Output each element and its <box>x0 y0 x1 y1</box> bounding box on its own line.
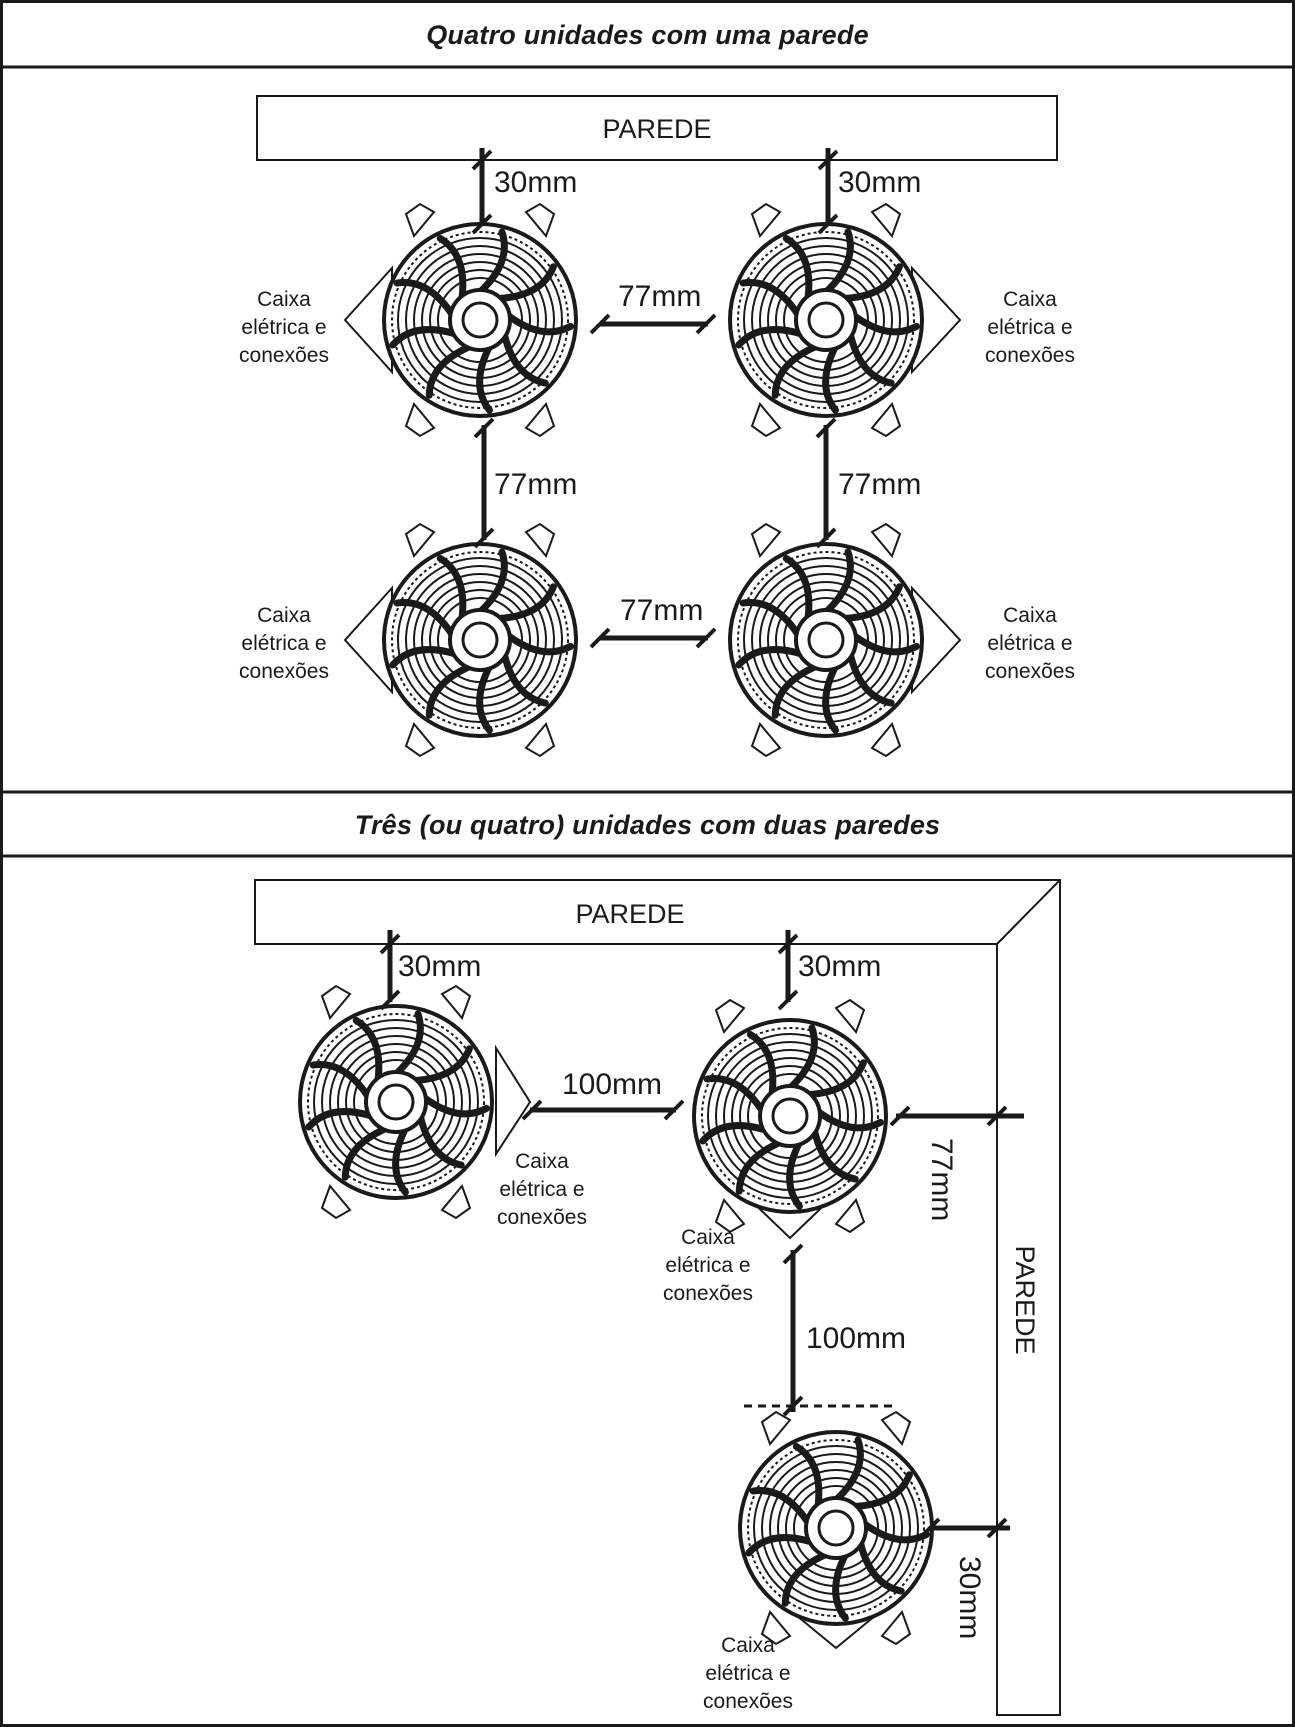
dim-vertical-left-s1: 77mm <box>494 468 577 501</box>
wall-corner-section2 <box>254 879 1061 1716</box>
box-label-top-left: Caixa elétrica e conexões <box>239 288 329 367</box>
unit-bottom-right <box>730 524 962 756</box>
svg-text:Caixa: Caixa <box>1003 288 1057 311</box>
section2-title: Três (ou quatro) unidades com duas pared… <box>354 810 941 840</box>
svg-text:conexões: conexões <box>703 1690 793 1713</box>
dim-bottom-side-wall-s2: 30mm <box>953 1556 986 1639</box>
wall-label-section1: PAREDE <box>602 114 711 144</box>
svg-text:Caixa: Caixa <box>515 1150 569 1173</box>
unit-middle-s2 <box>694 1000 886 1240</box>
wall-corner-diagonal <box>996 879 1061 945</box>
wall-label-side-s2: PAREDE <box>1010 1245 1040 1354</box>
svg-text:Caixa: Caixa <box>257 288 311 311</box>
box-label-bottom-right: Caixa elétrica e conexões <box>985 604 1075 683</box>
unit-left-s2 <box>300 986 532 1218</box>
dim-horizontal-bottom-s1: 77mm <box>620 594 703 627</box>
dim-wall-left-s2: 30mm <box>398 950 481 983</box>
svg-text:elétrica e: elétrica e <box>665 1254 750 1277</box>
dim-wall-right-s1: 30mm <box>838 166 921 199</box>
dim-wall-middle-s2: 30mm <box>798 950 881 983</box>
svg-text:conexões: conexões <box>985 660 1075 683</box>
unit-top-right <box>730 204 962 436</box>
svg-text:conexões: conexões <box>985 344 1075 367</box>
svg-text:elétrica e: elétrica e <box>499 1178 584 1201</box>
unit-bottom-left <box>343 524 576 756</box>
box-label-middle-s2: Caixa elétrica e conexões <box>663 1226 753 1305</box>
box-label-bottom-left: Caixa elétrica e conexões <box>239 604 329 683</box>
wall-top-section1 <box>256 95 1058 161</box>
unit-bottom-s2 <box>740 1412 932 1650</box>
svg-text:Caixa: Caixa <box>257 604 311 627</box>
svg-text:conexões: conexões <box>663 1282 753 1305</box>
svg-text:Caixa: Caixa <box>1003 604 1057 627</box>
svg-text:elétrica e: elétrica e <box>241 632 326 655</box>
svg-text:conexões: conexões <box>497 1206 587 1229</box>
svg-text:conexões: conexões <box>239 660 329 683</box>
svg-text:elétrica e: elétrica e <box>987 632 1072 655</box>
svg-text:Caixa: Caixa <box>681 1226 735 1249</box>
wall-label-top-s2: PAREDE <box>575 899 684 929</box>
dim-vertical-right-s1: 77mm <box>838 468 921 501</box>
unit-top-left <box>343 204 576 436</box>
section1-title: Quatro unidades com uma parede <box>426 20 869 50</box>
box-label-top-right: Caixa elétrica e conexões <box>985 288 1075 367</box>
dim-vertical-s2: 100mm <box>806 1322 906 1355</box>
svg-text:Caixa: Caixa <box>721 1634 775 1657</box>
dim-side-wall-s2: 77mm <box>925 1138 958 1221</box>
dim-horizontal-s2: 100mm <box>562 1068 662 1101</box>
svg-text:conexões: conexões <box>239 344 329 367</box>
svg-text:elétrica e: elétrica e <box>987 316 1072 339</box>
svg-text:elétrica e: elétrica e <box>241 316 326 339</box>
dim-horizontal-top-s1: 77mm <box>618 280 701 313</box>
box-label-left-s2: Caixa elétrica e conexões <box>497 1150 587 1229</box>
dim-wall-left-s1: 30mm <box>494 166 577 199</box>
box-label-bottom-s2: Caixa elétrica e conexões <box>703 1634 793 1713</box>
svg-text:elétrica e: elétrica e <box>705 1662 790 1685</box>
